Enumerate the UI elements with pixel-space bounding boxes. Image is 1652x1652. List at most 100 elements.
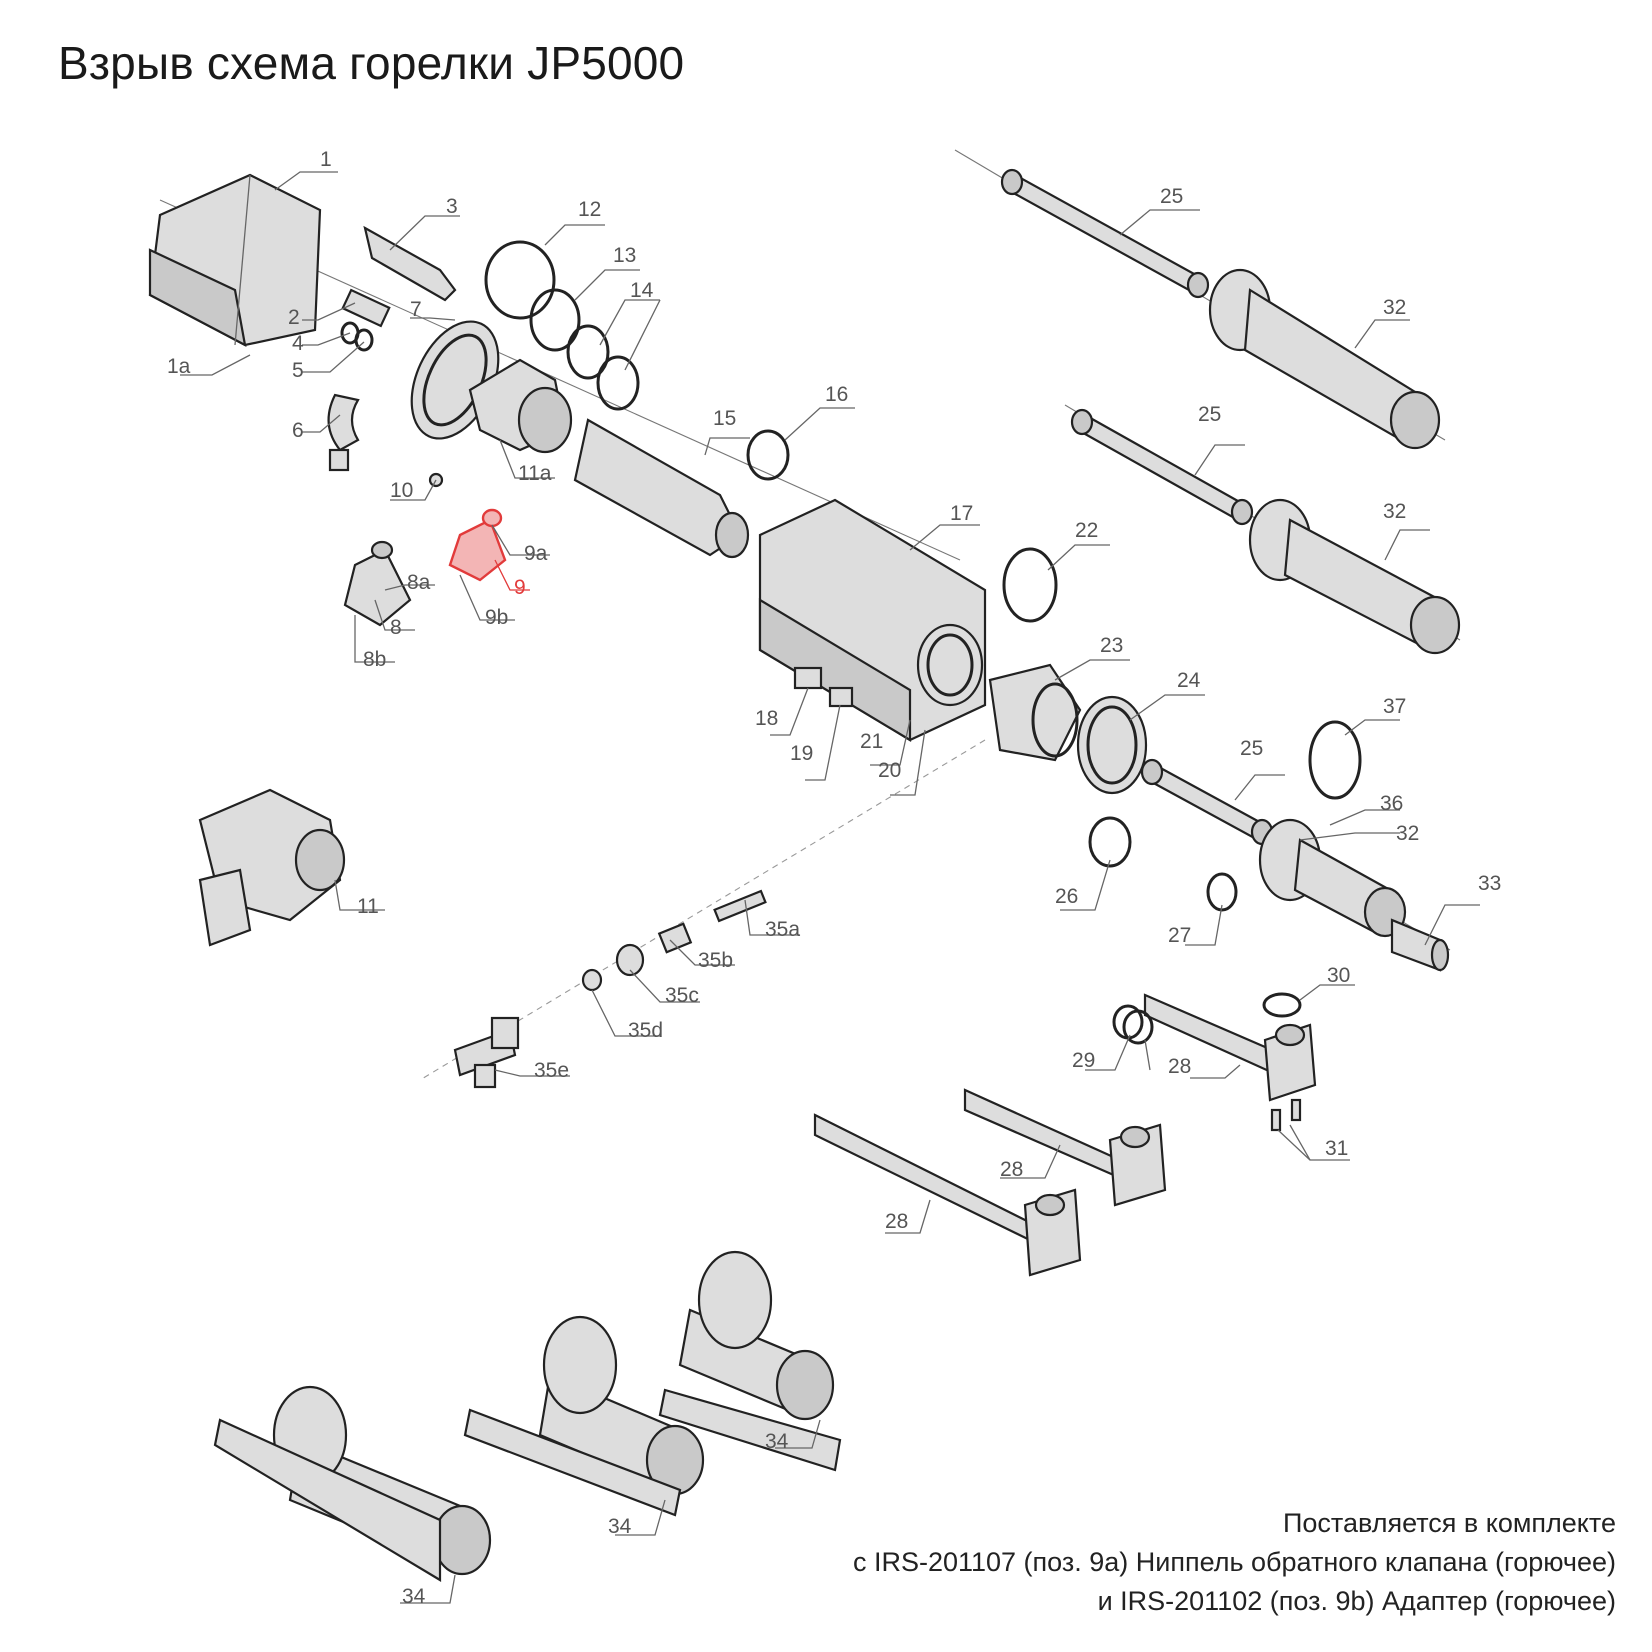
part-barrel-assembly-34-b bbox=[463, 1315, 705, 1517]
callout-32-low: 32 bbox=[1396, 822, 1419, 845]
callout-28-a: 28 bbox=[1168, 1055, 1191, 1078]
callout-15: 15 bbox=[713, 407, 736, 430]
callout-30: 30 bbox=[1327, 964, 1350, 987]
callout-5: 5 bbox=[292, 359, 304, 382]
callout-26: 26 bbox=[1055, 885, 1078, 908]
part-barrel-assembly-34-a bbox=[658, 1250, 842, 1472]
callout-20: 20 bbox=[878, 759, 901, 782]
part-oring-27 bbox=[1206, 872, 1238, 912]
callout-19: 19 bbox=[790, 742, 813, 765]
callout-31: 31 bbox=[1325, 1137, 1348, 1160]
callout-9: 9 bbox=[514, 576, 526, 599]
part-tube-fitting bbox=[327, 393, 360, 472]
callout-25-low: 25 bbox=[1240, 737, 1263, 760]
part-oring-14a bbox=[566, 324, 610, 380]
callout-7: 7 bbox=[410, 298, 422, 321]
part-assembly-11 bbox=[198, 788, 346, 947]
callout-16: 16 bbox=[825, 383, 848, 406]
part-water-pipe-28-a bbox=[1143, 993, 1317, 1102]
part-fittings-18-19 bbox=[793, 666, 854, 708]
callout-12: 12 bbox=[578, 198, 601, 221]
part-water-pipe-28-c bbox=[813, 1113, 1082, 1277]
callout-33: 33 bbox=[1478, 872, 1501, 895]
callout-1: 1 bbox=[320, 148, 332, 171]
callout-27: 27 bbox=[1168, 924, 1191, 947]
callout-11a: 11a bbox=[518, 462, 552, 485]
callout-32-mid: 32 bbox=[1383, 500, 1406, 523]
callout-34-b: 34 bbox=[608, 1515, 632, 1538]
part-oring-12 bbox=[484, 240, 556, 320]
callout-11: 11 bbox=[357, 895, 379, 918]
callout-28-b: 28 bbox=[1000, 1158, 1023, 1181]
callout-35e: 35e bbox=[534, 1059, 569, 1082]
part-barrel-32-top bbox=[1208, 268, 1441, 450]
part-barrel-25-low bbox=[1140, 758, 1274, 846]
note-line-3: и IRS-201102 (поз. 9b) Адаптер (горючее) bbox=[1097, 1586, 1616, 1616]
callout-4: 4 bbox=[292, 332, 304, 355]
callout-22: 22 bbox=[1075, 519, 1098, 542]
part-plug bbox=[341, 288, 391, 328]
callout-17: 17 bbox=[950, 502, 973, 525]
note-line-1: Поставляется в комплекте bbox=[1282, 1508, 1616, 1538]
part-oring-26 bbox=[1088, 816, 1132, 868]
callout-35c: 35c bbox=[665, 984, 699, 1007]
page-title: Взрыв схема горелки JP5000 bbox=[58, 37, 685, 89]
part-35d bbox=[581, 968, 603, 992]
callout-10: 10 bbox=[390, 479, 413, 502]
part-35b bbox=[657, 922, 693, 954]
leader-lines bbox=[180, 171, 1480, 1604]
part-35e bbox=[453, 1016, 520, 1089]
callout-34-a: 34 bbox=[765, 1430, 789, 1453]
callout-34-c: 34 bbox=[402, 1585, 426, 1608]
part-check-valve-8 bbox=[343, 540, 412, 627]
callout-21: 21 bbox=[860, 730, 883, 753]
callout-3: 3 bbox=[446, 195, 458, 218]
callout-8b: 8b bbox=[363, 648, 386, 671]
callout-14: 14 bbox=[630, 279, 654, 302]
part-oring-22 bbox=[1002, 547, 1058, 623]
part-oring-16 bbox=[746, 429, 790, 481]
callout-25-top: 25 bbox=[1160, 185, 1183, 208]
callout-13: 13 bbox=[613, 244, 636, 267]
part-barrel-32-mid bbox=[1248, 498, 1461, 655]
callout-28-c: 28 bbox=[885, 1210, 908, 1233]
part-oring-30 bbox=[1262, 992, 1302, 1018]
callout-18: 18 bbox=[755, 707, 778, 730]
callout-23: 23 bbox=[1100, 634, 1123, 657]
callout-35d: 35d bbox=[628, 1019, 663, 1042]
part-oring-37 bbox=[1308, 720, 1362, 800]
supply-note: Поставляется в комплекте с IRS-201107 (п… bbox=[853, 1504, 1616, 1621]
part-barrel-32-low bbox=[1258, 818, 1407, 938]
part-nozzle-33 bbox=[1390, 918, 1450, 972]
part-barrel-25-top bbox=[1000, 168, 1210, 299]
part-check-valve-9 bbox=[448, 508, 507, 582]
callout-1a: 1a bbox=[167, 355, 191, 378]
part-orings-small bbox=[340, 321, 374, 352]
callout-8: 8 bbox=[390, 616, 402, 639]
part-23 bbox=[988, 663, 1082, 762]
part-oring-13 bbox=[529, 288, 581, 352]
callout-2: 2 bbox=[288, 306, 300, 329]
part-main-block bbox=[758, 498, 987, 742]
part-oring-14b bbox=[596, 355, 640, 411]
callout-29: 29 bbox=[1072, 1049, 1095, 1072]
part-screws-31 bbox=[1270, 1098, 1302, 1132]
callout-32-top: 32 bbox=[1383, 296, 1406, 319]
part-barrel-assembly-34-c bbox=[213, 1385, 492, 1582]
part-35a bbox=[713, 889, 767, 923]
part-chamber bbox=[573, 418, 750, 559]
note-line-2: с IRS-201107 (поз. 9a) Ниппель обратного… bbox=[852, 1547, 1616, 1577]
callout-35b: 35b bbox=[698, 949, 733, 972]
callout-36: 36 bbox=[1380, 792, 1403, 815]
callout-35a: 35a bbox=[765, 918, 800, 941]
part-ring-24 bbox=[1076, 695, 1148, 795]
callout-9a: 9a bbox=[524, 542, 548, 565]
callout-9b: 9b bbox=[485, 606, 508, 629]
part-nozzle-body bbox=[468, 358, 573, 454]
callout-25-mid: 25 bbox=[1198, 403, 1221, 426]
callout-8a: 8a bbox=[407, 571, 431, 594]
part-barrel-25-mid bbox=[1070, 408, 1254, 526]
part-water-pipe-28-b bbox=[963, 1088, 1167, 1207]
callout-37: 37 bbox=[1383, 695, 1406, 718]
